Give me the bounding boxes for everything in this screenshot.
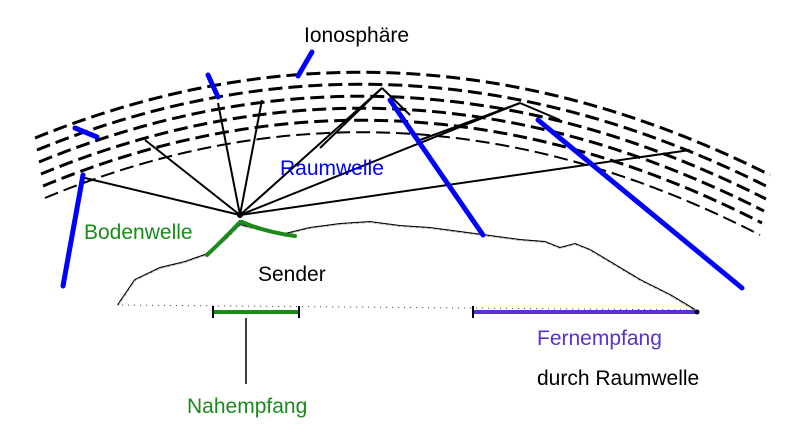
ionosphere-layer-6 [44,131,761,236]
near-reception-label: Nahempfang [187,395,308,418]
ionosphere-layer-1 [34,70,771,177]
ray [144,139,241,216]
near-reception-range [212,306,300,384]
ray [519,102,561,121]
ray [381,87,411,116]
far-reception-range [472,306,700,318]
sky-wave-rays [84,87,691,216]
ray [239,87,383,216]
transmitter-point [237,212,243,218]
terrain-fill [117,221,697,311]
ray [239,99,263,216]
ground-wave [205,220,297,257]
sky-wave-marker [295,49,315,79]
ionosphere-layer-5 [42,118,763,225]
ionosphere-layer-4 [40,106,765,213]
ground-wave-left [205,220,242,257]
ray [319,87,383,149]
ionosphere-layer-2 [36,82,769,189]
sky-wave-label: Raumwelle [280,157,384,180]
ray [419,102,521,141]
sky-wave-marker [60,172,86,289]
ray [217,102,241,216]
sky-wave-marker [205,72,221,100]
ionosphere-label: Ionosphäre [304,24,410,47]
ray [84,177,241,216]
ground-wave-right [240,220,297,238]
transmitter-label: Sender [258,263,326,286]
ray [239,102,521,216]
ray [239,149,691,216]
sky-wave-marker [387,97,486,238]
ionosphere-layer-3 [38,94,767,201]
sky-wave-markers [60,49,745,291]
ground-wave-label: Bodenwelle [84,221,193,244]
far-reception-sub-label: durch Raumwelle [537,367,700,390]
ionosphere-layers [34,70,771,236]
far-reception-label: Fernempfang [537,327,662,350]
sky-wave-marker [72,125,100,140]
terrain [117,220,697,311]
sky-wave-marker [535,117,745,291]
far-reception-cap-right [694,309,700,315]
